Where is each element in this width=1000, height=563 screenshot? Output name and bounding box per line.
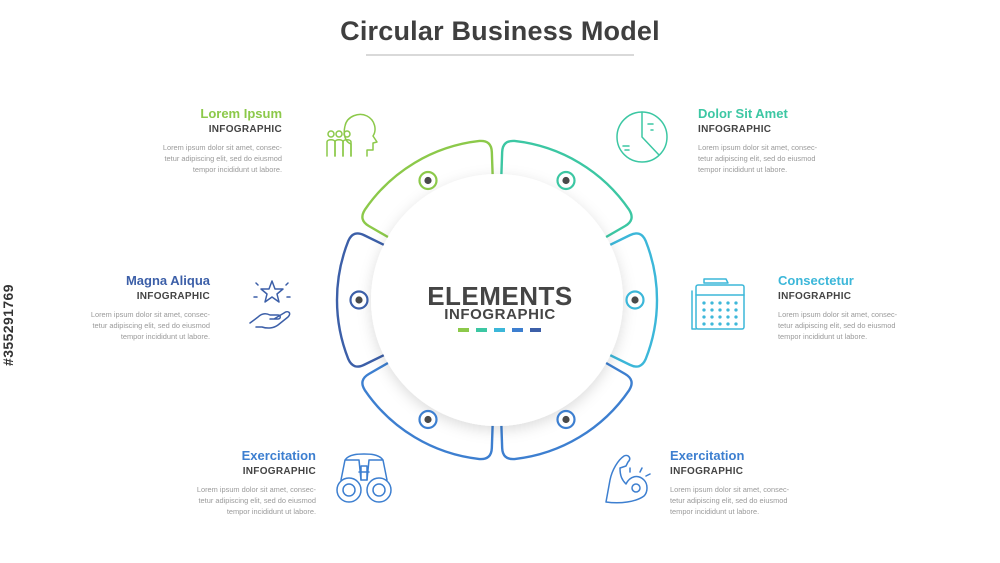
- step-description: Lorem ipsum dolor sit amet, consec-tetur…: [196, 485, 316, 516]
- connector-dot-center: [355, 296, 363, 304]
- segment-exercitation-left: [361, 356, 495, 461]
- step-label: Exercitation: [670, 448, 745, 463]
- segment-dolor-sit-amet: [499, 139, 633, 244]
- title-underline: [366, 54, 634, 56]
- page-title: Circular Business Model: [340, 16, 660, 46]
- step-label: Lorem Ipsum: [200, 106, 282, 121]
- calendar-icon: [691, 278, 745, 330]
- step-subtitle: INFOGRAPHIC: [136, 291, 210, 302]
- step-label: Exercitation: [241, 448, 316, 463]
- step-subtitle: INFOGRAPHIC: [698, 124, 772, 135]
- center-dash: [494, 328, 505, 332]
- step-label: Consectetur: [778, 273, 854, 288]
- star-hand-icon: [249, 280, 291, 329]
- center-dash: [530, 328, 541, 332]
- step-exercitation-left: Exercitation INFOGRAPHIC Lorem ipsum dol…: [136, 448, 316, 517]
- step-subtitle: INFOGRAPHIC: [778, 291, 852, 302]
- center-title: ELEMENTS: [427, 281, 573, 311]
- center-dash: [476, 328, 487, 332]
- segment-lorem-ipsum: [361, 139, 495, 244]
- step-magna-aliqua: Magna Aliqua INFOGRAPHIC Lorem ipsum dol…: [30, 273, 210, 342]
- center-dash: [512, 328, 523, 332]
- connector-dot-center: [562, 176, 570, 185]
- step-description: Lorem ipsum dolor sit amet, consec-tetur…: [90, 310, 210, 341]
- step-exercitation-right: Exercitation INFOGRAPHIC Lorem ipsum dol…: [670, 448, 850, 517]
- step-dolor-sit-amet: Dolor Sit Amet INFOGRAPHIC Lorem ipsum d…: [698, 106, 878, 175]
- segment-consectetur: [600, 232, 659, 368]
- step-lorem-ipsum: Lorem Ipsum INFOGRAPHIC Lorem ipsum dolo…: [102, 106, 282, 175]
- center-subtitle: INFOGRAPHIC: [444, 306, 556, 323]
- step-description: Lorem ipsum dolor sit amet, consec-tetur…: [162, 143, 282, 174]
- step-subtitle: INFOGRAPHIC: [670, 466, 744, 477]
- step-description: Lorem ipsum dolor sit amet, consec-tetur…: [670, 485, 790, 516]
- step-label: Dolor Sit Amet: [698, 106, 788, 121]
- step-subtitle: INFOGRAPHIC: [242, 466, 316, 477]
- connector-dot-center: [424, 415, 432, 424]
- pie-chart-icon: [616, 111, 668, 163]
- center-dash: [458, 328, 469, 332]
- binoculars-icon: [336, 453, 392, 503]
- connector-dot-center: [424, 176, 432, 185]
- people-head-icon: [326, 113, 378, 157]
- segment-exercitation-right: [499, 356, 633, 461]
- step-label: Magna Aliqua: [125, 273, 210, 288]
- step-subtitle: INFOGRAPHIC: [208, 124, 282, 135]
- center-circle: [371, 174, 623, 426]
- connector-dot-center: [631, 296, 639, 304]
- step-description: Lorem ipsum dolor sit amet, consec-tetur…: [698, 143, 818, 174]
- step-consectetur: Consectetur INFOGRAPHIC Lorem ipsum dolo…: [778, 273, 958, 342]
- segment-magna-aliqua: [335, 232, 394, 368]
- connector-dot-center: [562, 415, 570, 424]
- step-description: Lorem ipsum dolor sit amet, consec-tetur…: [778, 310, 898, 341]
- strong-arm-icon: [605, 454, 651, 504]
